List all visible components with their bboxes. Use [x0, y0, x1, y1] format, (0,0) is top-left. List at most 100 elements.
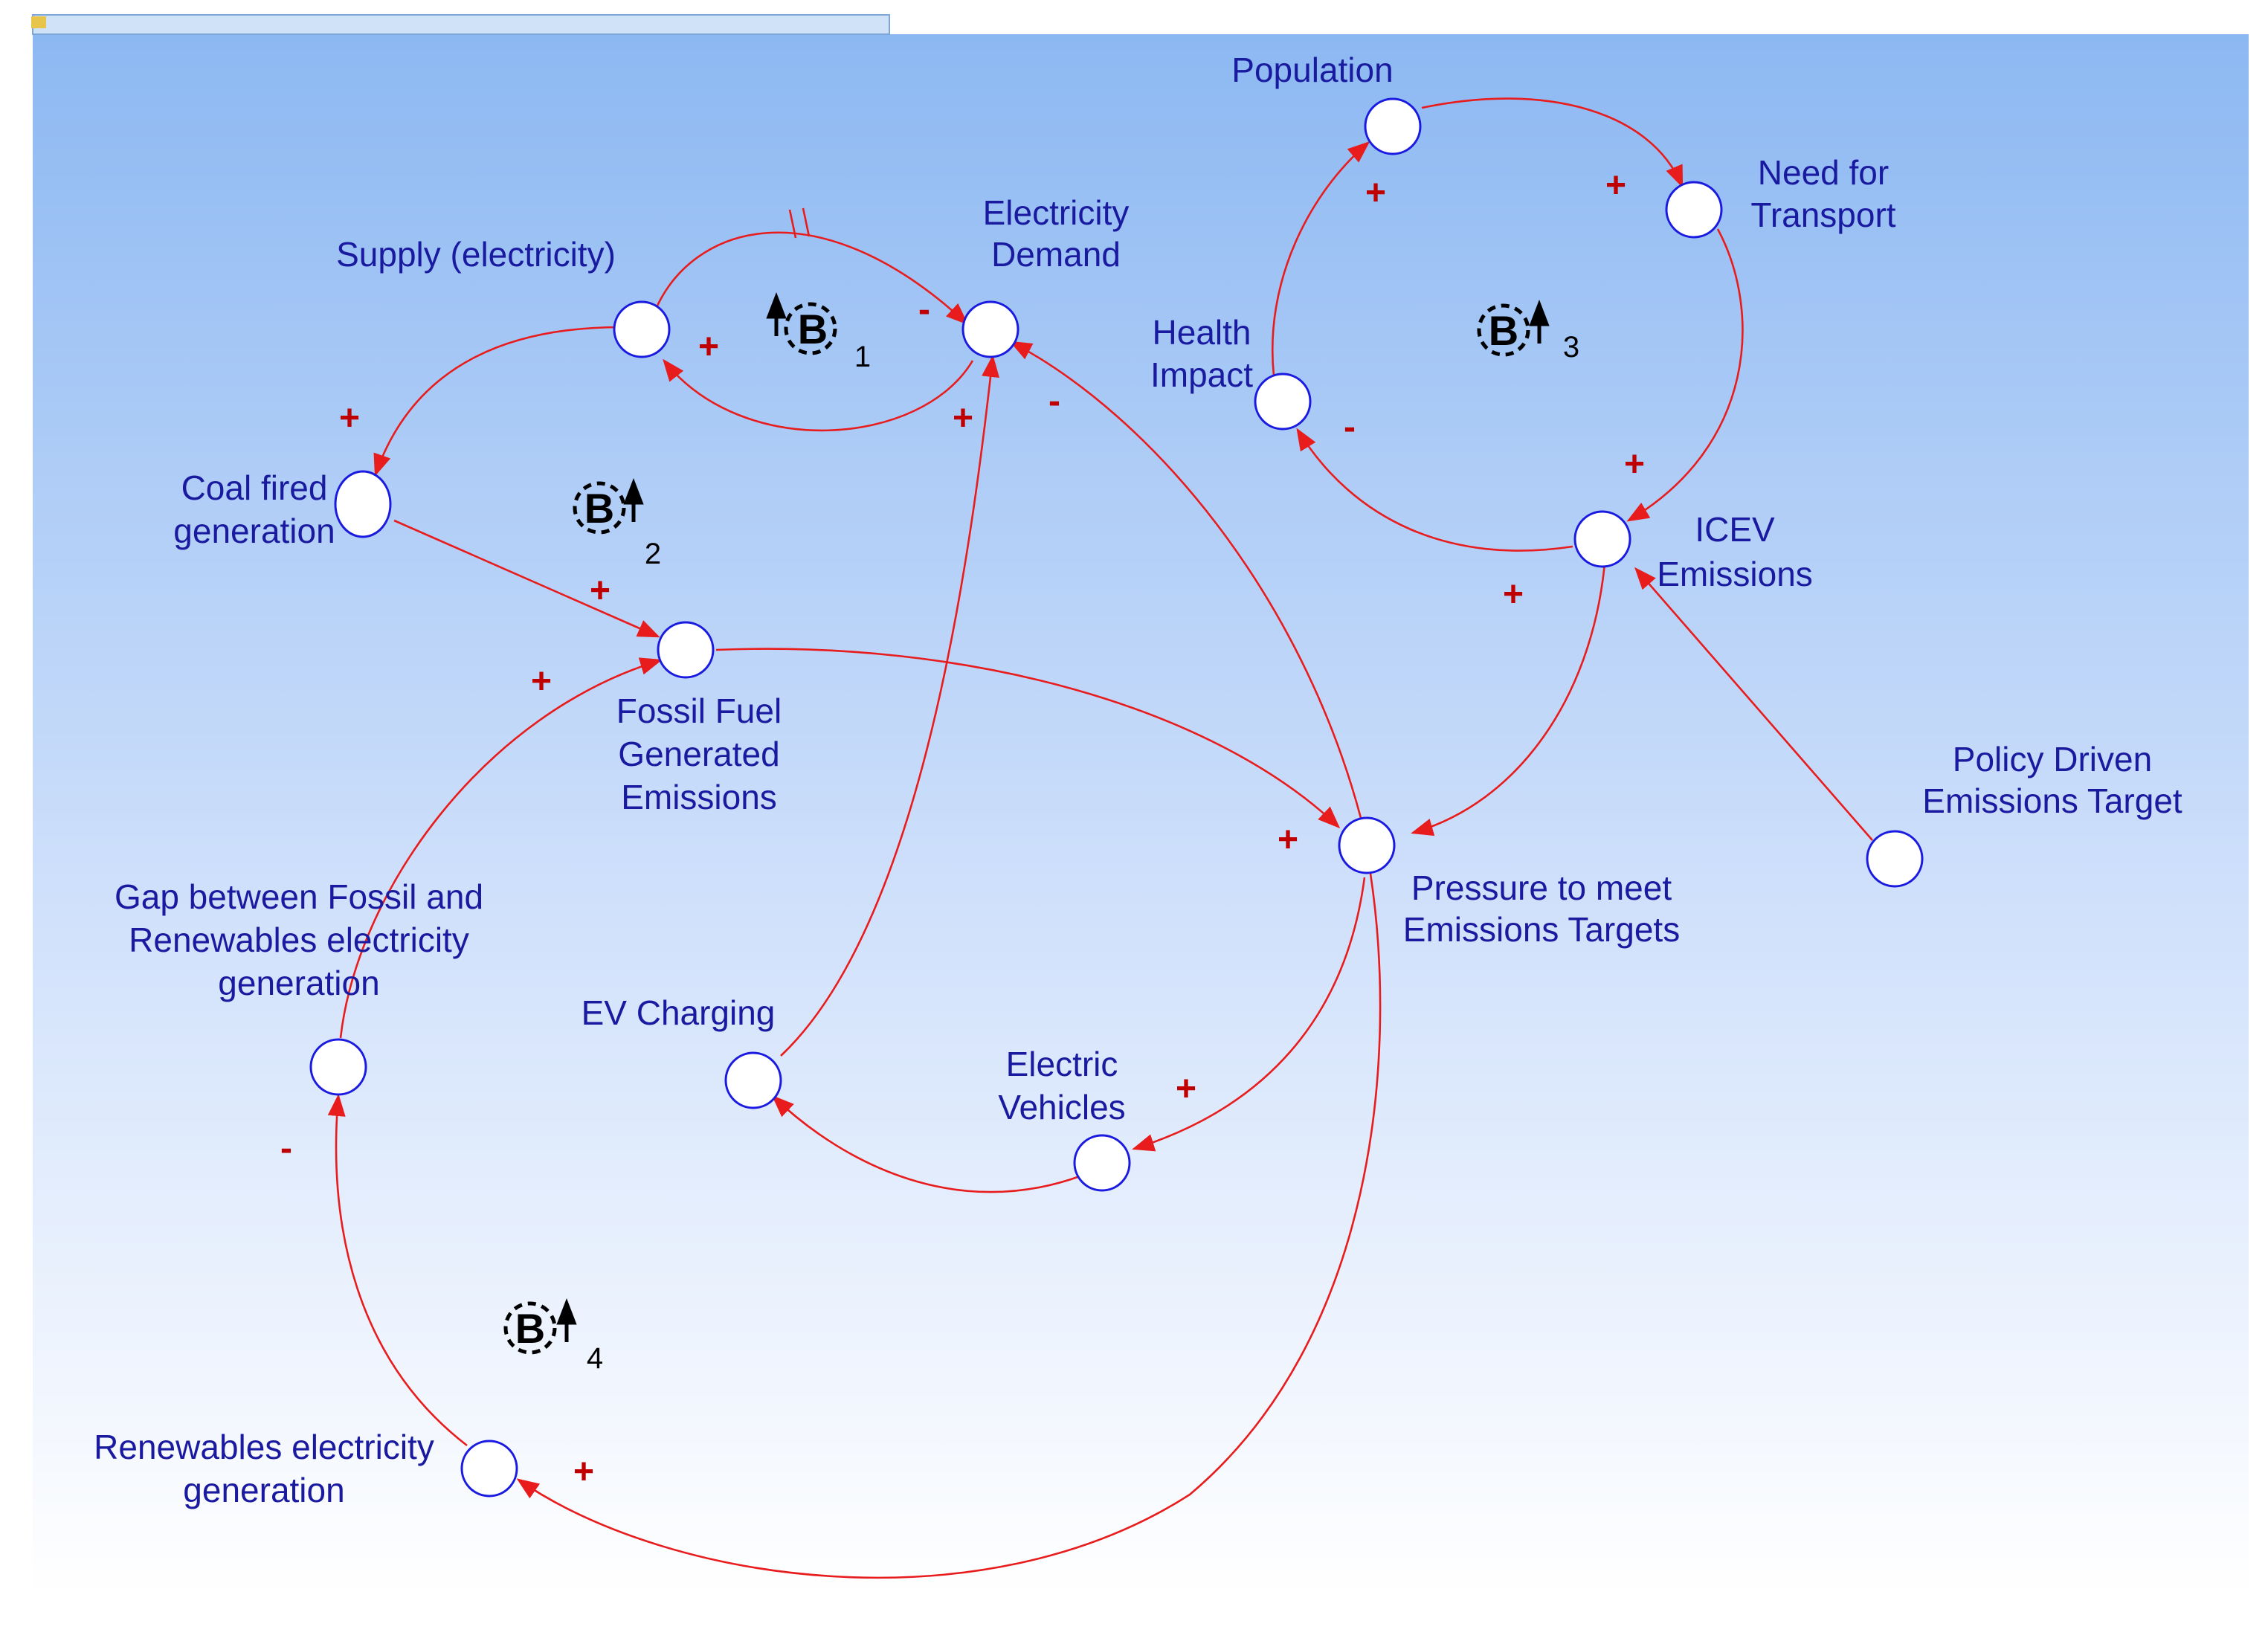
link-demand-to-supply[interactable] — [663, 358, 974, 432]
polarity-coal-to-fossil: + — [590, 571, 611, 610]
link-ev-to-ev-charging[interactable] — [771, 1095, 1080, 1193]
link-ev-charging-to-demand[interactable] — [780, 355, 999, 1057]
label-coal-fired-1: Coal fired — [181, 468, 328, 507]
link-health-to-population[interactable] — [1271, 141, 1370, 376]
link-icev-to-pressure[interactable] — [1411, 563, 1606, 836]
polarity-icev-to-pressure: + — [1503, 575, 1524, 614]
loop-number-b4: 4 — [587, 1342, 603, 1375]
links-group — [327, 97, 1873, 1579]
label-electric-vehicles-2: Vehicles — [998, 1088, 1125, 1126]
label-need-for-transport-2: Transport — [1750, 196, 1895, 234]
polarity-pressure-to-demand: - — [1048, 381, 1060, 421]
polarity-need-to-icev: + — [1624, 445, 1645, 484]
link-renew-to-gap[interactable] — [327, 1094, 468, 1447]
loop-marker-b3[interactable]: B 3 — [1477, 300, 1579, 364]
node-gap-fossil-renewables[interactable] — [309, 1038, 367, 1096]
label-fossil-fuel-1: Fossil Fuel — [616, 692, 782, 730]
node-health-impact[interactable] — [1254, 373, 1312, 431]
polarity-demand-to-supply: + — [698, 327, 719, 367]
canvas-background — [33, 34, 2249, 1596]
label-policy-target-2: Emissions Target — [1922, 781, 2182, 820]
label-fossil-fuel-3: Emissions — [621, 778, 777, 816]
node-population[interactable] — [1364, 97, 1422, 155]
link-need-to-icev[interactable] — [1626, 228, 1744, 522]
balancing-loop-icon — [503, 1301, 557, 1355]
delay-mark-icon — [788, 207, 811, 239]
node-policy-emissions-target[interactable] — [1866, 830, 1924, 888]
polarity-renew-to-gap: - — [280, 1129, 292, 1168]
link-population-to-need[interactable] — [1421, 97, 1684, 188]
polarity-supply-to-demand: - — [918, 290, 930, 329]
polarity-pressure-to-renew: + — [573, 1452, 594, 1492]
node-pressure-to-meet-targets[interactable] — [1338, 816, 1396, 874]
label-need-for-transport-1: Need for — [1758, 153, 1889, 192]
loop-marker-b1[interactable]: B 1 — [766, 292, 871, 373]
link-policy-to-icev[interactable] — [1634, 567, 1873, 841]
loop-letter-b2: B — [584, 485, 614, 532]
balancing-loop-icon — [1477, 303, 1530, 357]
polarity-ev-charging-to-demand: + — [953, 399, 973, 438]
label-electricity-demand-2: Demand — [991, 235, 1121, 274]
label-fossil-fuel-2: Generated — [618, 735, 779, 773]
label-gap-2: Renewables electricity — [129, 921, 469, 959]
node-supply-electricity[interactable] — [613, 300, 671, 358]
node-ev-charging[interactable] — [724, 1051, 782, 1109]
label-health-impact-1: Health — [1153, 313, 1251, 352]
label-icev-emissions-2: Emissions — [1657, 555, 1813, 593]
link-pressure-to-ev[interactable] — [1132, 877, 1366, 1152]
link-pressure-to-demand[interactable] — [1009, 341, 1362, 819]
label-supply-electricity: Supply (electricity) — [336, 235, 616, 274]
polarity-fossil-to-pressure: + — [1278, 820, 1298, 860]
polarity-pressure-to-ev: + — [1176, 1069, 1196, 1109]
link-fossil-to-pressure[interactable] — [715, 648, 1341, 829]
label-renewables-2: generation — [183, 1471, 344, 1509]
label-coal-fired-2: generation — [173, 512, 335, 550]
label-health-impact-2: Impact — [1150, 355, 1253, 394]
balancing-loop-icon — [784, 302, 837, 355]
loop-marker-b2[interactable]: B 2 — [573, 478, 661, 570]
node-renewables-generation[interactable] — [460, 1440, 518, 1498]
polarity-health-to-population: + — [1365, 173, 1386, 213]
node-fossil-fuel-emissions[interactable] — [657, 621, 715, 679]
loop-number-b3: 3 — [1563, 331, 1579, 364]
link-gap-to-fossil[interactable] — [339, 657, 663, 1039]
polarity-group: + + - + - + + + + + - + + + - + — [280, 166, 1645, 1492]
nodes-group — [309, 97, 1924, 1498]
label-renewables-1: Renewables electricity — [94, 1428, 434, 1466]
polarity-population-to-need: + — [1605, 166, 1626, 205]
node-icev-emissions[interactable] — [1573, 510, 1631, 568]
node-coal-fired-generation[interactable] — [334, 470, 392, 538]
label-gap-1: Gap between Fossil and — [115, 877, 483, 916]
loop-arrow-icon — [1529, 300, 1550, 344]
polarity-icev-to-health: - — [1344, 407, 1356, 447]
toolbar-strip — [32, 14, 890, 35]
label-icev-emissions-1: ICEV — [1695, 510, 1775, 549]
node-electricity-demand[interactable] — [961, 300, 1019, 358]
link-supply-to-coal[interactable] — [373, 326, 622, 477]
loop-arrow-icon — [623, 478, 644, 522]
link-icev-to-health[interactable] — [1296, 428, 1573, 552]
labels-group: Population Need for Transport Electricit… — [94, 51, 2182, 1509]
label-ev-charging: EV Charging — [582, 993, 776, 1032]
label-electric-vehicles-1: Electric — [1006, 1045, 1118, 1083]
loop-arrow-icon — [556, 1298, 577, 1342]
label-gap-3: generation — [218, 964, 379, 1002]
loop-letter-b1: B — [798, 306, 828, 352]
loop-letter-b3: B — [1489, 307, 1518, 354]
link-coal-to-fossil[interactable] — [393, 519, 660, 638]
toolbar-icon[interactable] — [31, 16, 46, 28]
loop-number-b1: 1 — [854, 341, 871, 373]
label-pressure-1: Pressure to meet — [1411, 868, 1672, 907]
link-supply-to-demand[interactable] — [653, 231, 969, 326]
label-population: Population — [1231, 51, 1393, 89]
balancing-loop-icon — [573, 481, 626, 535]
link-pressure-to-renew[interactable] — [516, 873, 1382, 1579]
label-policy-target-1: Policy Driven — [1953, 740, 2152, 779]
label-pressure-2: Emissions Targets — [1403, 910, 1680, 949]
node-need-for-transport[interactable] — [1665, 181, 1723, 239]
loop-marker-b4[interactable]: B 4 — [503, 1298, 603, 1375]
polarity-gap-to-fossil: + — [531, 662, 552, 701]
polarity-supply-to-coal: + — [339, 399, 360, 438]
node-electric-vehicles[interactable] — [1073, 1134, 1131, 1192]
